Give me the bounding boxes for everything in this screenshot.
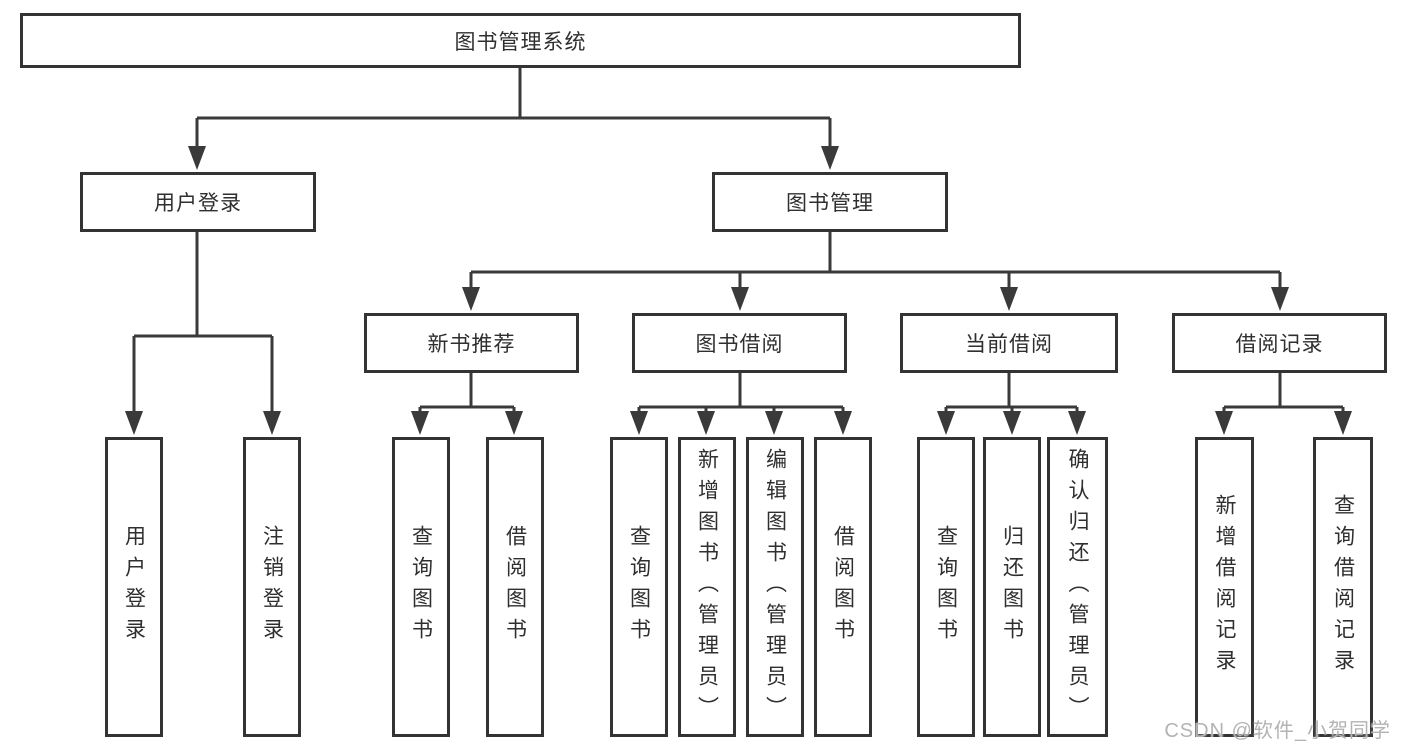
- node-new-book-recommend-label: 新书推荐: [427, 333, 516, 356]
- arrowhead: [1334, 411, 1352, 435]
- node-leaf-edit-book-admin-label: 编辑图书（管理员）: [763, 447, 787, 727]
- arrowhead: [765, 411, 783, 435]
- node-book-management-label: 图书管理: [786, 192, 874, 215]
- connector-borrow-record: [1222, 373, 1345, 413]
- node-leaf-add-borrow-record: 新增借阅记录: [1195, 437, 1254, 737]
- node-leaf-user-login-label: 用户登录: [122, 525, 146, 649]
- connector-user-login: [132, 232, 274, 413]
- node-leaf-confirm-return-admin: 确认归还（管理员）: [1047, 437, 1108, 737]
- node-leaf-search-book-1-label: 查询图书: [409, 525, 433, 649]
- csdn-watermark: CSDN @软件_小贺同学: [1164, 720, 1391, 742]
- node-leaf-search-book-1: 查询图书: [392, 437, 450, 737]
- node-leaf-search-book-2: 查询图书: [610, 437, 668, 737]
- node-leaf-logout: 注销登录: [243, 437, 301, 737]
- arrowhead: [125, 411, 143, 435]
- arrowhead: [937, 411, 955, 435]
- arrowhead: [188, 146, 206, 170]
- arrowhead: [630, 411, 648, 435]
- node-leaf-borrow-book-2-label: 借阅图书: [831, 525, 855, 649]
- node-leaf-user-login: 用户登录: [105, 437, 163, 737]
- node-leaf-borrow-book-1: 借阅图书: [486, 437, 544, 737]
- node-leaf-borrow-book-2: 借阅图书: [814, 437, 872, 737]
- arrowhead: [1068, 411, 1086, 435]
- node-library-system-label: 图书管理系统: [454, 30, 587, 54]
- node-leaf-return-book: 归还图书: [983, 437, 1041, 737]
- arrowhead: [834, 411, 852, 435]
- node-leaf-logout-label: 注销登录: [260, 525, 284, 649]
- node-book-borrow: 图书借阅: [632, 313, 847, 373]
- node-leaf-return-book-label: 归还图书: [1000, 525, 1024, 649]
- node-leaf-search-borrow-record-label: 查询借阅记录: [1331, 494, 1355, 680]
- arrowhead: [1215, 411, 1233, 435]
- arrowhead: [731, 287, 749, 311]
- node-library-system: 图书管理系统: [20, 13, 1021, 68]
- node-leaf-add-borrow-record-label: 新增借阅记录: [1213, 494, 1236, 680]
- node-borrow-record: 借阅记录: [1172, 313, 1387, 373]
- node-leaf-add-book-admin-label: 新增图书（管理员）: [695, 447, 719, 727]
- node-leaf-edit-book-admin: 编辑图书（管理员）: [746, 437, 804, 737]
- arrowhead: [697, 411, 715, 435]
- arrowhead: [462, 287, 480, 311]
- node-user-login: 用户登录: [80, 172, 316, 232]
- node-leaf-search-book-2-label: 查询图书: [627, 525, 651, 649]
- node-leaf-confirm-return-admin-label: 确认归还（管理员）: [1066, 447, 1089, 727]
- connector-book-management: [469, 232, 1282, 289]
- node-leaf-borrow-book-1-label: 借阅图书: [503, 525, 527, 649]
- node-new-book-recommend: 新书推荐: [364, 313, 579, 373]
- arrowhead: [1003, 411, 1021, 435]
- connector-new-book: [418, 373, 516, 413]
- node-leaf-search-borrow-record: 查询借阅记录: [1313, 437, 1373, 737]
- arrowhead: [821, 146, 839, 170]
- node-leaf-search-book-3-label: 查询图书: [934, 525, 958, 649]
- arrowhead: [1000, 287, 1018, 311]
- node-current-borrow-label: 当前借阅: [965, 333, 1053, 356]
- arrowhead: [411, 411, 429, 435]
- node-leaf-add-book-admin: 新增图书（管理员）: [678, 437, 736, 737]
- connector-book-borrow: [637, 373, 845, 413]
- node-leaf-search-book-3: 查询图书: [917, 437, 975, 737]
- connector-current-borrow: [944, 373, 1079, 413]
- arrowhead: [505, 411, 523, 435]
- node-borrow-record-label: 借阅记录: [1235, 333, 1324, 356]
- arrowhead: [263, 411, 281, 435]
- node-book-borrow-label: 图书借阅: [695, 333, 784, 356]
- connector-root: [195, 68, 832, 148]
- node-current-borrow: 当前借阅: [900, 313, 1118, 373]
- arrowhead: [1271, 287, 1289, 311]
- node-book-management: 图书管理: [712, 172, 948, 232]
- node-user-login-label: 用户登录: [154, 192, 242, 215]
